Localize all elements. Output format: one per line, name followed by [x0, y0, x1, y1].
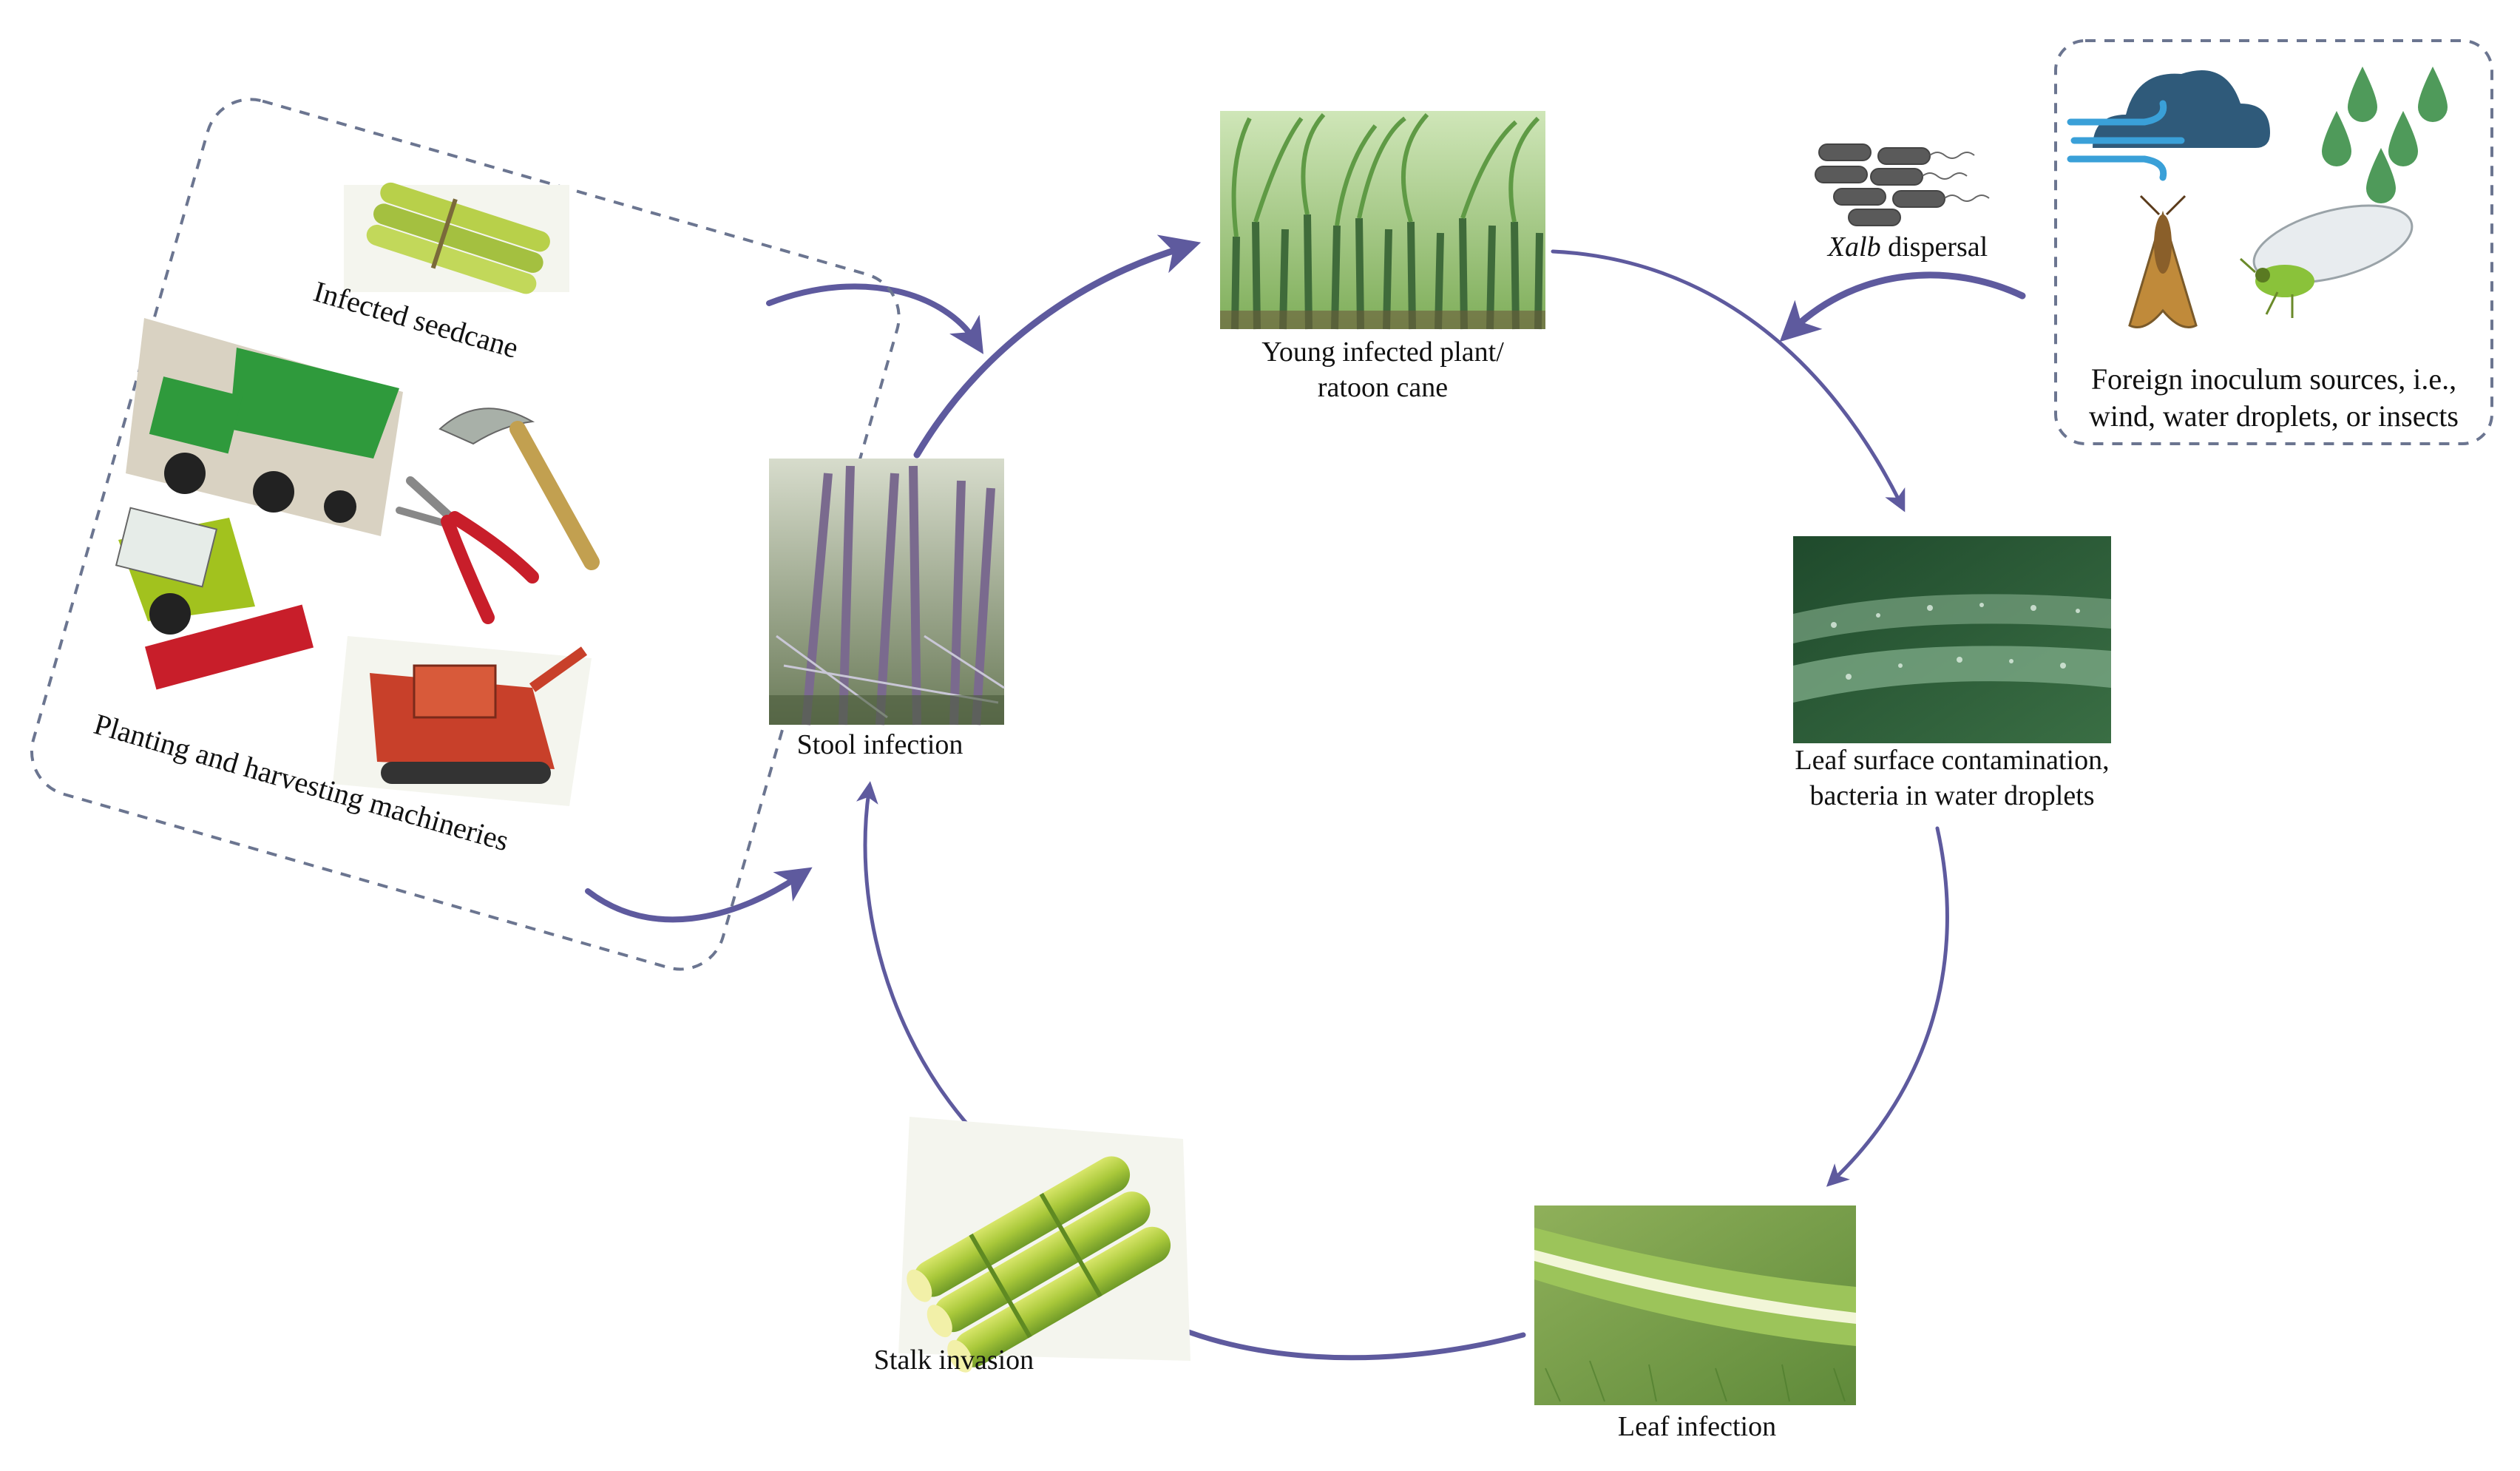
young-plant-line-1: Young infected plant/ — [1261, 337, 1504, 368]
foreign-sources-label: Foreign inoculum sources, i.e., wind, wa… — [2056, 361, 2492, 435]
striped-leaf-photo — [1534, 1205, 1856, 1405]
water-droplets-icon — [2322, 67, 2448, 203]
node-stalk-invasion-label: Stalk invasion — [873, 1345, 1034, 1376]
bacteria-icon — [1815, 143, 1990, 226]
arrow-stalk-to-stool — [856, 781, 1019, 1174]
node-stool-infection-label: Stool infection — [796, 729, 963, 760]
node-young-plant-label: Young infected plant/ ratoon cane — [1213, 334, 1553, 405]
foreign-line-2: wind, water droplets, or insects — [2089, 399, 2459, 433]
arrow-seedcane-to-cycle — [766, 283, 984, 354]
arrow-foreign-to-young — [1779, 271, 2026, 342]
dispersal-italic: Xalb — [1827, 231, 1881, 263]
node-leaf-infection-label: Leaf infection — [1617, 1411, 1777, 1442]
forage-harvester-icon — [115, 507, 314, 690]
moth-icon — [2128, 195, 2198, 328]
young-plant-line-2: ratoon cane — [1317, 372, 1449, 403]
arrow-young-to-leafsurface — [1551, 249, 1906, 513]
arrow-machinery-to-stool — [585, 867, 813, 923]
leaf-contamination-line-1: Leaf surface contamination, — [1795, 745, 2110, 776]
foreign-sources-box — [2054, 39, 2493, 445]
pruning-shears-icon — [396, 476, 539, 624]
dispersal-label: Xalb dispersal — [1775, 229, 2041, 265]
machete-icon — [438, 408, 600, 570]
arrow-leafsurface-to-leafinfection — [1826, 826, 1949, 1187]
arrow-stool-to-young — [913, 234, 1202, 459]
leafhopper-icon — [2239, 204, 2414, 318]
wind-cloud-icon — [2067, 70, 2270, 181]
planter-machine-icon — [126, 318, 403, 536]
foreign-line-1: Foreign inoculum sources, i.e., — [2090, 362, 2457, 396]
node-leaf-contamination-label: Leaf surface contamination, bacteria in … — [1730, 743, 2174, 814]
dispersal-rest: dispersal — [1880, 231, 1988, 263]
wet-leaf-photo — [1793, 536, 2111, 743]
seedcane-bundle-icon — [344, 182, 569, 294]
young-sugarcane-photo — [1220, 111, 1545, 330]
cane-stool-photo — [769, 459, 1005, 726]
cane-harvester-icon — [333, 636, 592, 806]
cane-stalks-icon — [898, 1117, 1190, 1373]
leaf-contamination-line-2: bacteria in water droplets — [1809, 780, 2095, 811]
